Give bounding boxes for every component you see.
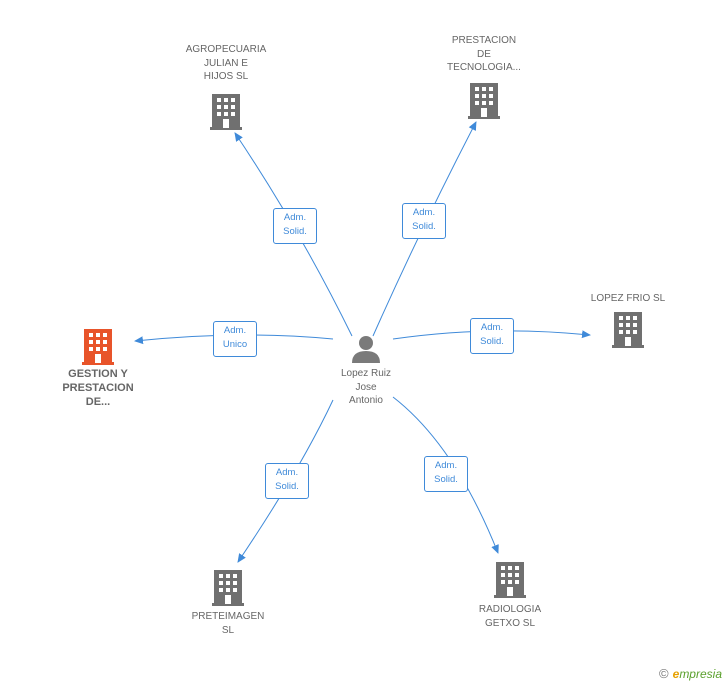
company-name-radiologia: RADIOLOGIA GETXO SL [478,604,542,629]
building-icon [494,562,526,598]
person-node[interactable]: Lopez Ruiz Jose Antonio [323,334,409,408]
company-name-preteimagen: PRETEIMAGEN SL [191,611,265,636]
person-icon [352,336,380,363]
relation-label-prestacion-tecnologia: Adm. Solid. [402,203,446,239]
company-node-radiologia[interactable]: RADIOLOGIA GETXO SL [458,562,562,630]
relation-label-preteimagen: Adm. Solid. [265,463,309,499]
company-node-prestacion-tecnologia[interactable]: PRESTACION DE TECNOLOGIA... [428,34,540,119]
relation-label-gestion: Adm. Unico [213,321,257,357]
building-icon [212,570,244,606]
company-name-prestacion-tecnologia: PRESTACION DE TECNOLOGIA... [447,35,521,73]
company-name-lopez-frio: LOPEZ FRIO SL [590,293,666,304]
company-node-preteimagen[interactable]: PRETEIMAGEN SL [176,570,280,637]
copyright-symbol: © [659,666,669,681]
company-node-gestion[interactable]: GESTION Y PRESTACION DE... [46,329,150,409]
relation-label-agropecuaria: Adm. Solid. [273,208,317,244]
brand-name: mpresia [679,667,722,681]
building-icon [82,329,114,365]
building-icon [612,311,644,348]
empresia-watermark: ©empresia [659,666,722,681]
relation-label-lopez-frio: Adm. Solid. [470,318,514,354]
building-icon [210,93,242,130]
company-node-agropecuaria[interactable]: AGROPECUARIA JULIAN E HIJOS SL [170,43,282,130]
building-icon [468,82,500,119]
brand-initial: e [672,667,680,681]
company-name-gestion: GESTION Y PRESTACION DE... [62,368,134,408]
relation-label-radiologia: Adm. Solid. [424,456,468,492]
company-node-lopez-frio[interactable]: LOPEZ FRIO SL [576,292,680,348]
company-name-agropecuaria: AGROPECUARIA JULIAN E HIJOS SL [185,44,267,82]
person-name: Lopez Ruiz Jose Antonio [340,368,392,406]
